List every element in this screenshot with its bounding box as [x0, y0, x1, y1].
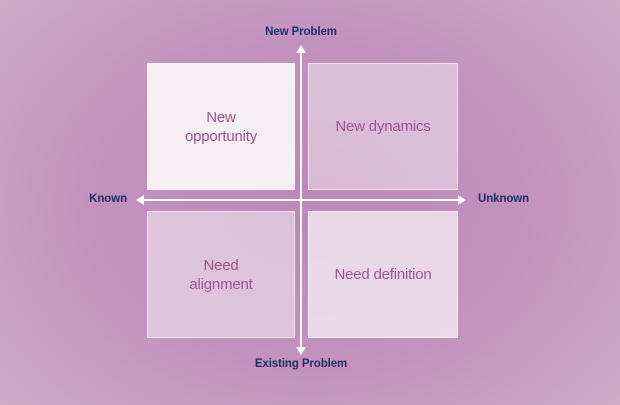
- quadrant-label-need-definition: Need definition: [334, 266, 432, 283]
- quadrant-bottom-left: Need alignment: [147, 211, 295, 338]
- axis-label-unknown: Unknown: [478, 193, 530, 205]
- down-arrowhead-icon: [296, 347, 306, 355]
- left-arrowhead-icon: [136, 195, 144, 205]
- axis-label-known: Known: [89, 193, 127, 205]
- quadrant-label-new-opportunity: New opportunity: [184, 108, 258, 145]
- axis-label-existing-problem: Existing Problem: [254, 358, 348, 370]
- up-arrowhead-icon: [296, 45, 306, 53]
- quadrant-label-need-alignment: Need alignment: [189, 256, 253, 293]
- quadrant-top-right: New dynamics: [308, 63, 458, 190]
- quadrant-top-left: New opportunity: [147, 63, 295, 190]
- quadrant-label-new-dynamics: New dynamics: [335, 118, 431, 135]
- quadrant-bottom-right: Need definition: [308, 211, 458, 338]
- right-arrowhead-icon: [458, 195, 466, 205]
- horizontal-axis-line: [141, 199, 463, 201]
- axis-label-new-problem: New Problem: [265, 26, 337, 38]
